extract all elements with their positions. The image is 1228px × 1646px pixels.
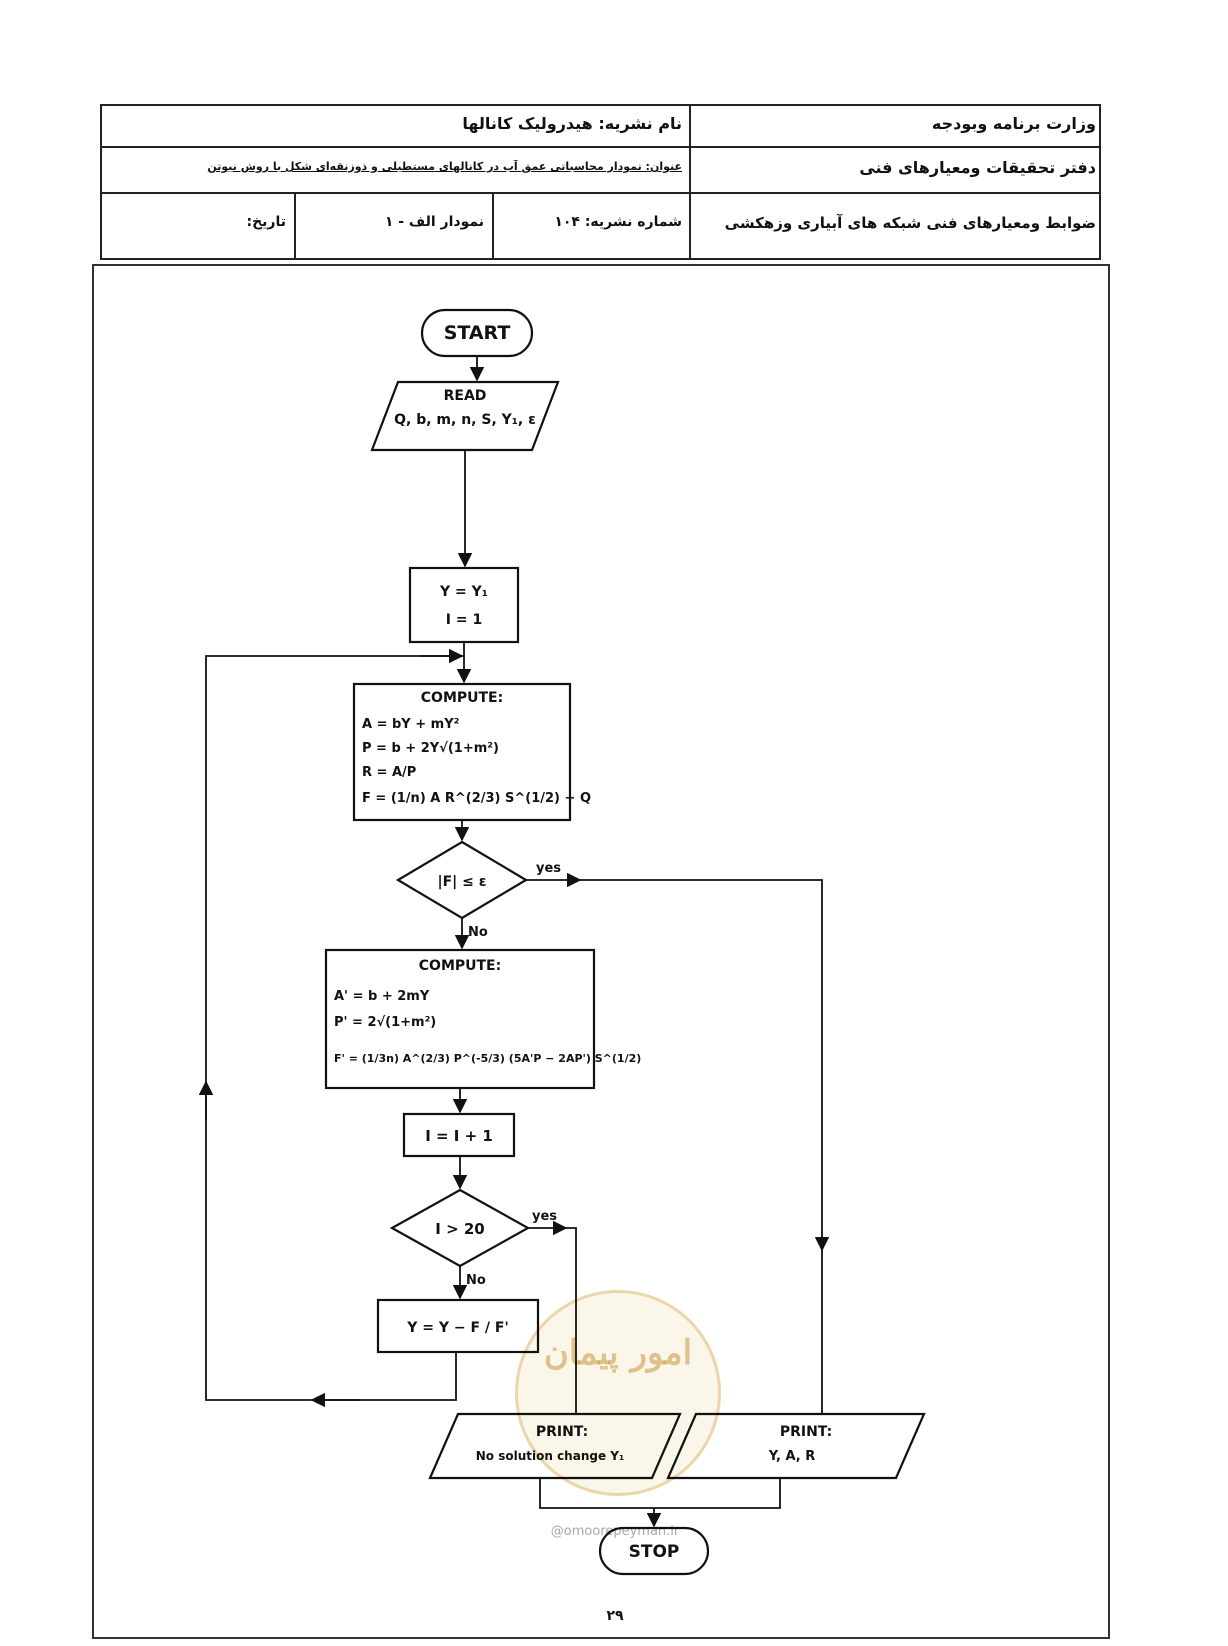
decision1-yes-label: yes: [536, 861, 561, 876]
content-frame: [92, 264, 1110, 1639]
watermark-seal: امور پیمان: [515, 1290, 721, 1496]
decision2-yes-label: yes: [532, 1209, 557, 1224]
stop-label: STOP: [629, 1542, 680, 1562]
print-fail-shape: [428, 1412, 682, 1480]
increment-label: I = I + 1: [425, 1127, 493, 1145]
print-ok-title: PRINT:: [780, 1424, 832, 1440]
compute1-title: COMPUTE:: [421, 690, 503, 706]
publication-number: شماره نشریه: ۱۰۴: [554, 214, 682, 230]
read-input-shape: [370, 380, 560, 452]
line-decision2-to-print: [562, 1227, 577, 1414]
date-label: تاریخ:: [246, 214, 286, 230]
header-divider-chart: [492, 192, 494, 258]
print-fail-message: No solution change Y₁: [476, 1449, 624, 1463]
print-ok-vars: Y, A, R: [768, 1449, 816, 1464]
init-i: I = 1: [446, 612, 482, 628]
ministry-name: وزارت برنامه وبودجه: [931, 114, 1096, 133]
publication-subject: عنوان: نمودار محاسباتی عمق آب در کانالها…: [207, 160, 682, 173]
page-number: ۲۹: [606, 1608, 624, 1624]
start-label: START: [444, 322, 511, 344]
line-prints-join: [539, 1478, 781, 1509]
compute2-line-a: A' = b + 2mY: [334, 989, 430, 1004]
print-fail-title: PRINT:: [536, 1424, 588, 1440]
compute1-line-a: A = bY + mY²: [362, 717, 459, 732]
standards-title: ضوابط ومعیارهای فنی شبکه های آبیاری وزهک…: [724, 214, 1096, 232]
line-loop-back: [205, 655, 464, 1401]
decision1-label: |F| ≤ ε: [437, 874, 486, 890]
header-divider-main: [689, 106, 691, 258]
compute2-line-p: P' = 2√(1+m²): [334, 1015, 436, 1030]
compute2-title: COMPUTE:: [419, 958, 501, 974]
update-label: Y = Y − F / F': [406, 1320, 509, 1336]
office-name: دفتر تحقیقات ومعیارهای فنی: [859, 158, 1096, 177]
stop-terminal: [598, 1526, 710, 1576]
chart-reference: نمودار الف - ۱: [384, 214, 484, 230]
decision2-label: I > 20: [435, 1220, 484, 1238]
compute1-line-f: F = (1/n) A R^(2/3) S^(1/2) − Q: [362, 791, 591, 806]
init-y: Y = Y₁: [439, 584, 488, 600]
header-divider-date: [294, 192, 296, 258]
decision1-no-label: No: [468, 925, 488, 940]
print-ok-shape: [666, 1412, 926, 1480]
header-row-divider-2: [102, 192, 1099, 194]
line-yes-down: [576, 879, 823, 1240]
compute1-line-p: P = b + 2Y√(1+m²): [362, 741, 499, 756]
header-row-divider-1: [102, 146, 1099, 148]
increment-box: [402, 1112, 516, 1158]
read-title: READ: [444, 388, 487, 404]
read-vars: Q, b, m, n, S, Y₁, ε: [394, 412, 536, 428]
publication-name: نام نشریه: هیدرولیک کانالها: [462, 114, 682, 133]
watermark-text: امور پیمان: [543, 1333, 693, 1373]
compute2-line-f: F' = (1/3n) A^(2/3) P^(-5/3) (5A'P − 2AP…: [334, 1052, 641, 1065]
decision2-no-label: No: [466, 1273, 486, 1288]
init-box: [408, 566, 520, 644]
compute1-line-r: R = A/P: [362, 765, 416, 780]
update-box: [376, 1298, 540, 1354]
header-table: وزارت برنامه وبودجه دفتر تحقیقات ومعیاره…: [100, 104, 1101, 260]
